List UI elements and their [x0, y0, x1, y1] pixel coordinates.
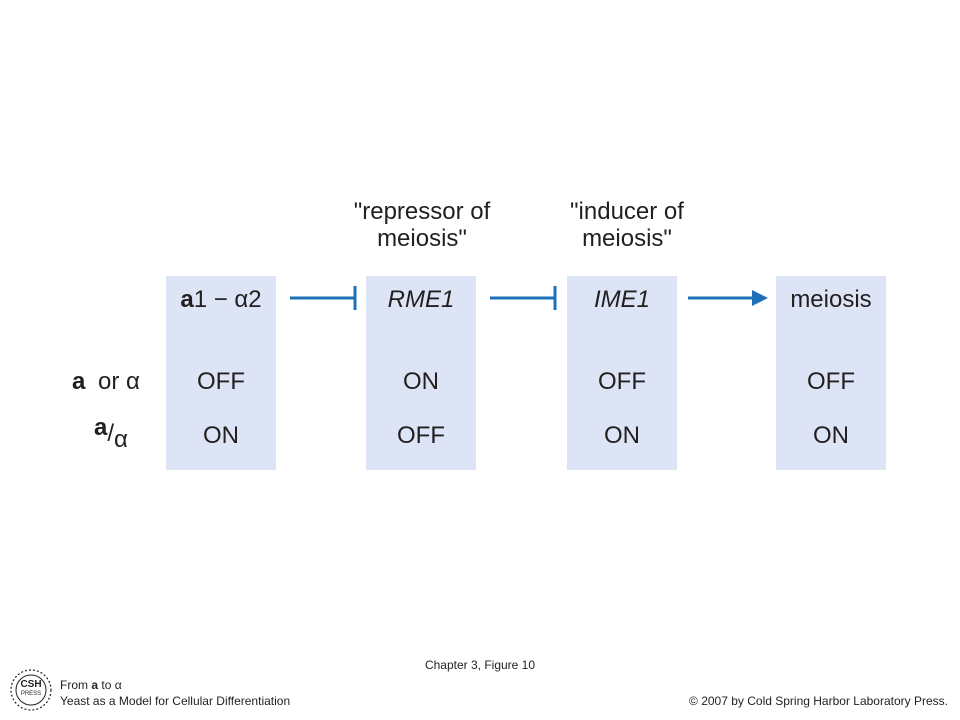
column-meiosis-header: meiosis	[790, 286, 872, 313]
book-title: Yeast as a Model for Cellular Differenti…	[60, 694, 291, 708]
copyright: © 2007 by Cold Spring Harbor Laboratory …	[689, 694, 948, 708]
column-rme1-row2: OFF	[397, 422, 445, 449]
csh-press-logo: CSH PRESS	[9, 668, 53, 712]
row-label-slash: /	[107, 420, 115, 447]
column-a1-alpha2-header: a1 − α2	[166, 286, 276, 314]
inhibit-arrow-1	[290, 286, 357, 310]
column-a1-alpha2-row2: ON	[203, 422, 239, 449]
logo-icon	[10, 669, 52, 711]
caption-repressor-line1: "repressor of	[353, 198, 491, 225]
caption-inducer-line1: "inducer of	[570, 198, 684, 225]
row-label-or-alpha: or α	[98, 368, 140, 395]
column-rme1-header: RME1	[387, 286, 455, 313]
header-bold-a: a	[180, 286, 194, 313]
column-ime1-header: IME1	[593, 286, 650, 313]
column-a1-alpha2-row1: OFF	[197, 368, 245, 395]
column-meiosis-row2: ON	[813, 422, 849, 449]
activate-arrow	[688, 290, 768, 306]
row-label-a-alpha: a/α	[94, 414, 128, 453]
source-from: From	[60, 678, 88, 692]
column-rme1: RME1 ON OFF	[366, 276, 476, 470]
row-label-alpha: α	[114, 426, 128, 453]
caption-repressor-line2: meiosis"	[377, 225, 467, 252]
source-line: From a to α	[60, 678, 122, 693]
source-from-suffix: to α	[101, 678, 122, 692]
logo-text-press: PRESS	[20, 691, 42, 697]
row-label-a2-bold: a	[94, 414, 108, 441]
header-rest: 1 − α2	[193, 286, 262, 313]
column-rme1-row1: ON	[403, 368, 439, 395]
inhibit-arrow-2	[490, 286, 557, 310]
column-ime1: IME1 OFF ON	[567, 276, 677, 470]
caption-inducer-line2: meiosis"	[582, 225, 672, 252]
logo-text-csh: CSH	[20, 679, 42, 690]
column-ime1-row2: ON	[604, 422, 640, 449]
column-meiosis-row1: OFF	[807, 368, 855, 395]
caption-inducer: "inducer of meiosis"	[527, 198, 727, 252]
figure-label: Chapter 3, Figure 10	[424, 658, 536, 672]
source-from-bold: a	[91, 678, 99, 692]
column-ime1-row1: OFF	[598, 368, 646, 395]
row-label-a-bold: a	[72, 368, 86, 395]
column-a1-alpha2: a1 − α2 OFF ON	[166, 276, 276, 470]
row-label-a-or-alpha: a or α	[72, 368, 140, 396]
caption-repressor: "repressor of meiosis"	[322, 198, 522, 252]
column-meiosis: meiosis OFF ON	[776, 276, 886, 470]
